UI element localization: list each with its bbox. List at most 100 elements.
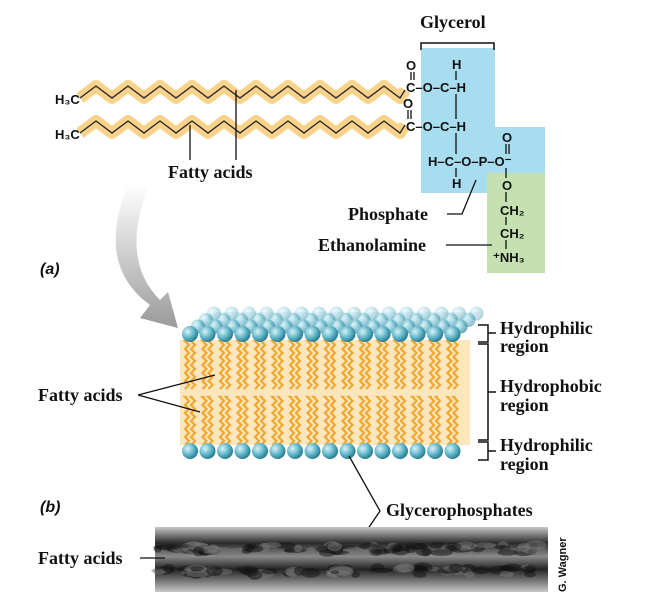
- micrograph-speck: [497, 549, 518, 556]
- fatty-acids-label-a: Fatty acids: [168, 162, 253, 182]
- hydrophilic-top-region: region: [500, 336, 549, 356]
- lipid-tail: [205, 339, 215, 390]
- nh3: ⁺NH₃: [493, 250, 525, 265]
- hydrophilic-bottom-region: region: [500, 454, 549, 474]
- lipid-tail: [409, 395, 419, 446]
- micrograph-speck: [396, 563, 415, 573]
- micrograph-speck: [369, 547, 383, 556]
- lipid-tail: [223, 339, 232, 390]
- micrograph-speck: [247, 570, 263, 580]
- fatty-acid-chains: [76, 80, 411, 139]
- lipid-tail: [398, 339, 407, 390]
- lipid-tail: [339, 395, 349, 446]
- micrograph-speck: [156, 543, 180, 551]
- lipid-tail: [398, 395, 407, 446]
- lipid-tail: [252, 395, 261, 446]
- lipid-tail: [269, 339, 279, 390]
- micrograph-speck: [293, 566, 305, 576]
- micrograph-speck: [473, 542, 497, 548]
- head-group-top: [357, 326, 373, 342]
- photo-credit: G. Wagner: [557, 537, 569, 592]
- glycerol-bracket: [420, 42, 495, 50]
- lipid-tail: [427, 395, 436, 446]
- lipid-tail: [199, 339, 209, 390]
- head-group-top: [304, 326, 321, 342]
- micrograph-speck: [330, 570, 340, 575]
- lipid-tail: [234, 339, 244, 390]
- lipid-tail: [427, 339, 436, 390]
- lipid-tail: [188, 339, 197, 390]
- lipid-tail: [450, 395, 460, 446]
- phosphate-label: Phosphate: [348, 204, 428, 224]
- glycerophospholipid-structure: O C–O–C–H O C–O–C–H H O H–C–O–P–O⁻ H O C…: [403, 57, 525, 265]
- fatty-acids-label-b: Fatty acids: [38, 385, 123, 405]
- micrograph-speck: [524, 540, 547, 550]
- ethanolamine-region: [487, 173, 545, 273]
- lipid-tail: [258, 339, 267, 390]
- head-group-bottom: [252, 443, 268, 459]
- lipid-tail: [293, 339, 302, 390]
- micrograph-speck: [186, 570, 208, 578]
- lipid-tail: [357, 395, 366, 446]
- micrograph-speck: [429, 541, 446, 549]
- micrograph-speck: [240, 569, 251, 575]
- lipid-tail: [258, 395, 267, 446]
- lipid-tail: [293, 395, 302, 446]
- lipid-tail: [287, 395, 296, 446]
- head-group-top: [182, 326, 198, 342]
- lipid-bilayer: [180, 306, 484, 459]
- micrograph-speck: [460, 563, 477, 574]
- head-group-bottom: [304, 443, 321, 459]
- head-group-bottom: [357, 443, 373, 459]
- glycerol-label: Glycerol: [420, 12, 486, 32]
- lipid-tail: [363, 339, 372, 390]
- carbonyl-o-2: O: [403, 96, 413, 111]
- lipid-tail: [357, 339, 366, 390]
- micrograph-speck: [430, 549, 453, 556]
- head-group-top: [339, 326, 356, 342]
- lipid-tail: [310, 395, 320, 446]
- head-group-bottom: [374, 443, 391, 459]
- micrograph-speck: [421, 548, 431, 557]
- lipid-tail: [328, 395, 337, 446]
- glycerophosphates-label: Glycerophosphates: [386, 500, 533, 520]
- phosphate-o-top: O: [502, 130, 512, 145]
- lipid-tail: [433, 339, 442, 390]
- micrograph-speck: [294, 544, 303, 553]
- lipid-tail: [328, 339, 337, 390]
- head-group-top: [392, 326, 408, 342]
- micrograph-speck: [327, 542, 343, 552]
- micrograph-speck: [190, 566, 204, 572]
- lipid-tail: [363, 395, 372, 446]
- panel-b-label: (b): [40, 499, 60, 516]
- lipid-tail: [409, 339, 419, 390]
- glycerol-region: [421, 48, 545, 193]
- micrograph-texture: [151, 540, 547, 580]
- micrograph-speck: [448, 563, 463, 573]
- head-group-bottom: [444, 443, 461, 459]
- head-group-bottom: [287, 443, 303, 459]
- micrograph-speck: [499, 565, 515, 571]
- micrograph-speck: [351, 571, 360, 578]
- ethanolamine-label: Ethanolamine: [318, 235, 426, 255]
- ester-row-2: C–O–C–H: [406, 119, 466, 134]
- fatty-acid-chain: [79, 120, 406, 134]
- micrograph-speck: [391, 546, 410, 556]
- panel-a-label: (a): [40, 261, 60, 278]
- lipid-tail: [182, 339, 191, 390]
- micrograph-speck: [524, 571, 536, 578]
- hydrophobic-label: Hydrophobic: [500, 376, 602, 396]
- head-group-top: [374, 326, 391, 342]
- lipid-tail: [304, 395, 314, 446]
- head-group-top: [199, 326, 216, 342]
- micrograph-speck: [207, 544, 220, 554]
- lipid-tail: [252, 339, 261, 390]
- micrograph-speck: [328, 550, 350, 555]
- hydrophobic-region: region: [500, 395, 549, 415]
- hydrophilic-top-label: Hydrophilic: [500, 318, 593, 338]
- ch2-2: CH₂: [500, 226, 525, 241]
- head-group-bottom: [339, 443, 356, 459]
- lipid-tail: [433, 395, 442, 446]
- head-group-top: [217, 326, 233, 342]
